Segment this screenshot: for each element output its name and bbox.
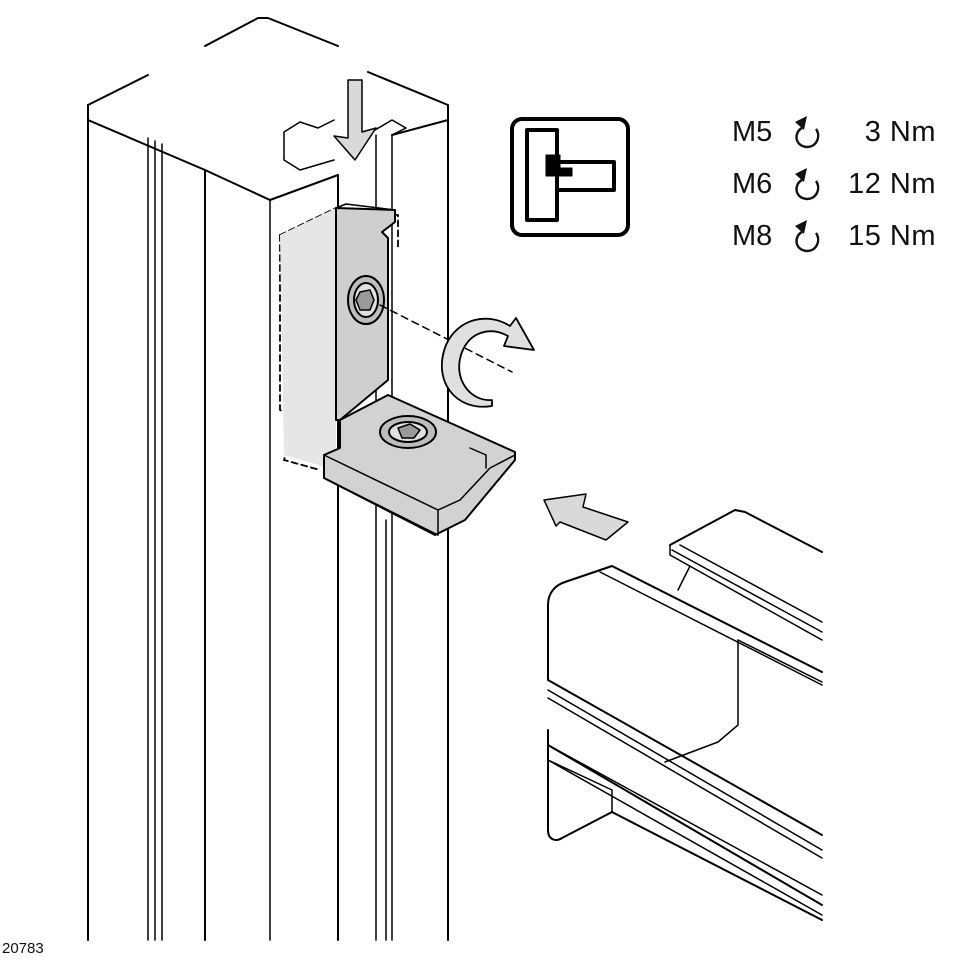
screw-axis-line bbox=[379, 304, 513, 373]
torque-row-m8: M8 15 Nm bbox=[732, 216, 936, 268]
horizontal-profile bbox=[547, 509, 823, 921]
screw-size-label: M5 bbox=[732, 116, 773, 148]
torque-value: 3 Nm bbox=[864, 116, 936, 148]
clockwise-rotation-icon bbox=[795, 220, 820, 253]
insertion-arrow-down-icon bbox=[333, 79, 377, 161]
angle-bracket-mounting-symbol-icon bbox=[510, 117, 630, 237]
torque-row-m6: M6 12 Nm bbox=[732, 164, 936, 216]
profile-left-groove bbox=[147, 137, 163, 941]
clockwise-rotation-icon bbox=[795, 168, 820, 201]
torque-value: 12 Nm bbox=[848, 168, 936, 200]
screw-size-label: M8 bbox=[732, 220, 773, 252]
bracket-shadow bbox=[280, 208, 336, 470]
profile-top-front-edge bbox=[87, 104, 339, 201]
insertion-arrow-left-icon bbox=[543, 493, 629, 541]
profile-right-groove bbox=[375, 134, 393, 941]
torque-value: 15 Nm bbox=[848, 220, 936, 252]
screw-size-label: M6 bbox=[732, 168, 773, 200]
torque-row-m5: M5 3 Nm bbox=[732, 112, 936, 164]
rotation-arrow-icon bbox=[440, 317, 535, 408]
profile-top-edge bbox=[87, 17, 449, 136]
torque-table: M5 3 Nm M6 12 Nm M8 15 Nm bbox=[732, 112, 936, 268]
clockwise-rotation-icon bbox=[795, 116, 820, 149]
angle-bracket bbox=[323, 203, 516, 536]
figure-id: 20783 bbox=[2, 940, 44, 957]
profile-top-slot bbox=[283, 119, 407, 171]
